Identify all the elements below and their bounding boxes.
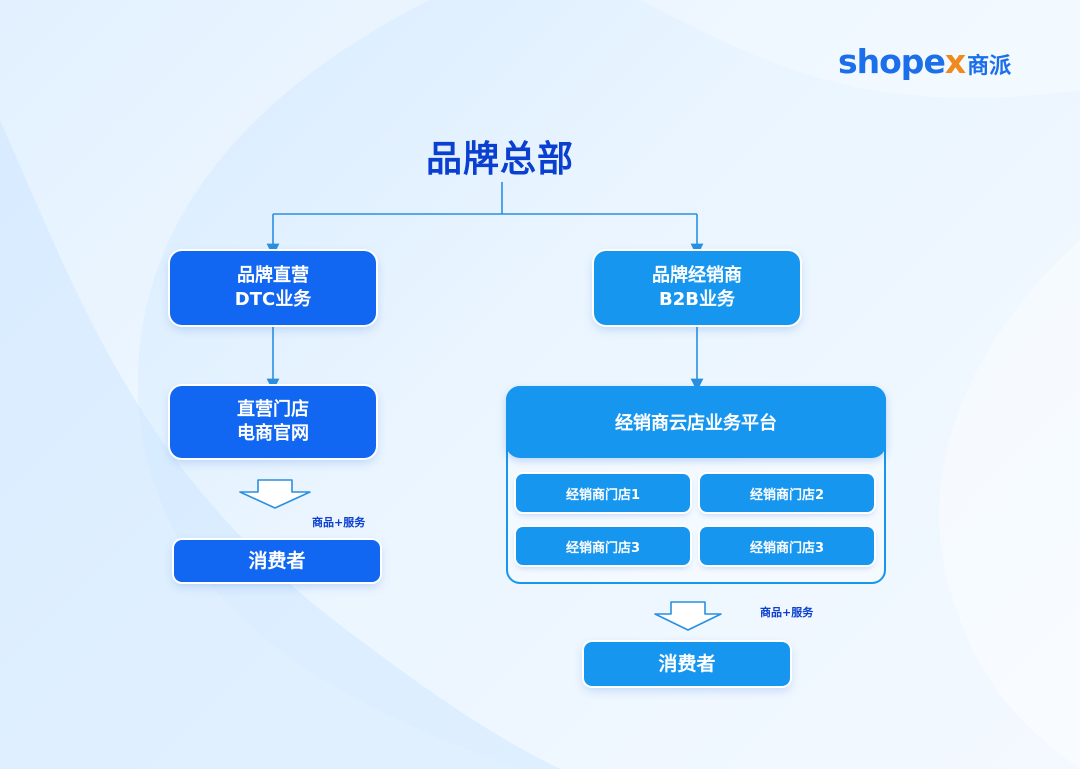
consumer-box-right: 消费者 [584, 642, 790, 686]
shopex-logo: shopex 商派 [838, 42, 1011, 82]
logo-latin-part: e [923, 42, 945, 81]
consumer-label-left: 消费者 [248, 550, 306, 572]
flow-arrow-right [654, 601, 722, 631]
dtc-business-line1: 品牌直营 [237, 265, 309, 286]
consumer-label-right: 消费者 [658, 653, 716, 675]
dealer-store-1: 经销商门店1 [516, 474, 690, 512]
direct-store-line1: 直营门店 [237, 399, 309, 420]
direct-store-box: 直营门店 电商官网 [170, 386, 376, 458]
logo-latin-x: x [944, 42, 966, 81]
flow-label-left: 商品+服务 [312, 516, 366, 529]
dealer-store-4: 经销商门店3 [700, 527, 874, 565]
flow-label-right: 商品+服务 [760, 606, 814, 619]
direct-store-line2: 电商官网 [237, 423, 309, 444]
b2b-business-line1: 品牌经销商 [652, 265, 742, 286]
diagram-title: 品牌总部 [425, 139, 574, 180]
b2b-business-box: 品牌经销商 B2B业务 [594, 251, 800, 325]
consumer-box-left: 消费者 [174, 540, 380, 582]
b2b-business-line2: B2B业务 [659, 289, 735, 310]
logo-latin-part: shop [838, 42, 924, 81]
dealer-platform-title: 经销商云店业务平台 [506, 386, 886, 458]
logo-latin: shopex [838, 42, 966, 81]
dealer-store-3: 经销商门店3 [516, 527, 690, 565]
dtc-business-line2: DTC业务 [234, 289, 312, 310]
flow-arrow-left [239, 479, 311, 509]
logo-chinese: 商派 [967, 54, 1012, 79]
dealer-store-2: 经销商门店2 [700, 474, 874, 512]
dtc-business-box: 品牌直营 DTC业务 [170, 251, 376, 325]
